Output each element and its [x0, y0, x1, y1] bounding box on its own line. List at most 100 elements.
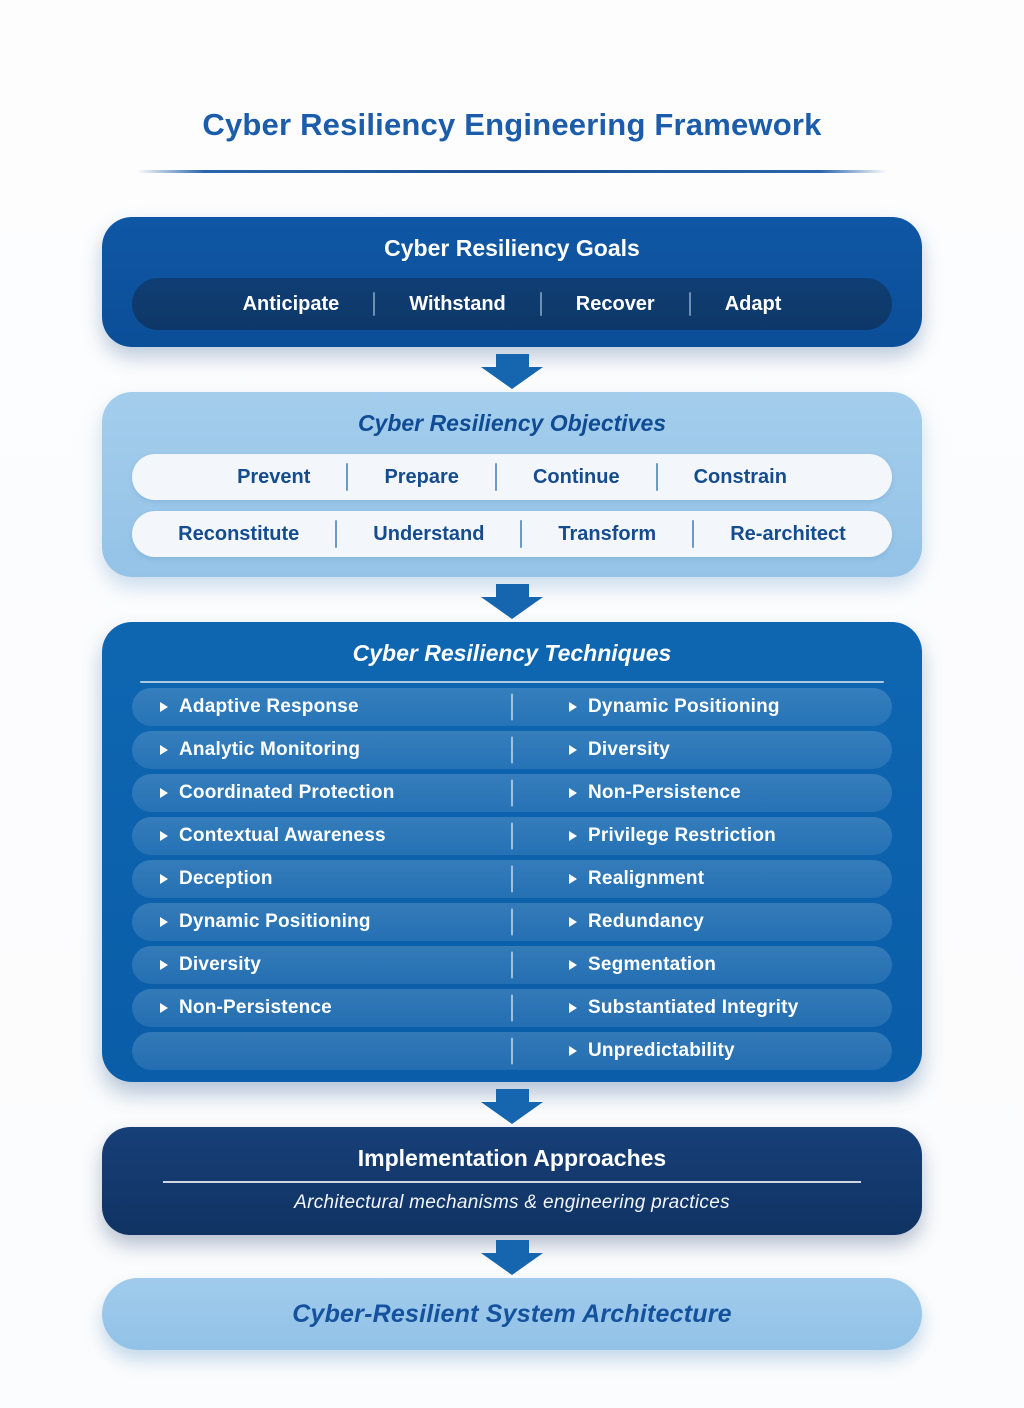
- arrow-stem: [495, 584, 529, 597]
- technique-row: Deception Realignment: [132, 860, 892, 898]
- vertical-separator: [511, 736, 513, 764]
- technique-label: Substantiated Integrity: [588, 997, 799, 1018]
- vertical-separator: [520, 520, 523, 548]
- bullet-arrow-icon: [569, 702, 577, 712]
- technique-row: Non-Persistence Substantiated Integrity: [132, 989, 892, 1027]
- vertical-separator: [511, 994, 513, 1022]
- technique-row: Diversity Segmentation: [132, 946, 892, 984]
- technique-cell: Diversity: [483, 739, 892, 761]
- technique-label: Adaptive Response: [179, 696, 359, 717]
- implementation-title: Implementation Approaches: [357, 1145, 667, 1171]
- vertical-separator: [511, 865, 513, 893]
- bullet-arrow-icon: [569, 917, 577, 927]
- title-underline: [137, 170, 887, 173]
- vertical-separator: [511, 693, 513, 721]
- technique-label: Segmentation: [588, 954, 717, 975]
- implementation-section: Implementation Approaches Architectural …: [102, 1127, 922, 1235]
- technique-cell: Adaptive Response: [132, 696, 483, 718]
- bullet-arrow-icon: [160, 745, 168, 755]
- objectives-row-2: Reconstitute Understand Transform Re-arc…: [132, 511, 892, 557]
- technique-label: Unpredictability: [588, 1040, 735, 1061]
- technique-row: Dynamic Positioning Redundancy: [132, 903, 892, 941]
- down-arrow-icon: [481, 584, 543, 619]
- techniques-section: Cyber Resiliency Techniques Adaptive Res…: [102, 622, 922, 1082]
- technique-label: Contextual Awareness: [179, 825, 386, 846]
- arrow-stem: [495, 354, 529, 367]
- goal-item-withstand: Withstand: [409, 292, 506, 315]
- objective-item-prevent: Prevent: [237, 465, 311, 488]
- vertical-separator: [335, 520, 338, 548]
- technique-cell: Substantiated Integrity: [483, 997, 892, 1019]
- down-arrow-icon: [481, 1089, 543, 1124]
- vertical-separator: [655, 463, 658, 491]
- bullet-arrow-icon: [569, 788, 577, 798]
- technique-cell: Contextual Awareness: [132, 825, 483, 847]
- technique-cell: Analytic Monitoring: [132, 739, 483, 761]
- technique-cell: Deception: [132, 868, 483, 890]
- objectives-title: Cyber Resiliency Objectives: [357, 410, 667, 436]
- technique-cell: Non-Persistence: [483, 782, 892, 804]
- technique-cell: Dynamic Positioning: [132, 911, 483, 933]
- objective-item-transform: Transform: [558, 522, 657, 545]
- objective-item-continue: Continue: [532, 465, 620, 488]
- down-arrow-icon: [481, 1240, 543, 1275]
- technique-cell: Dynamic Positioning: [483, 696, 892, 718]
- technique-label: Non-Persistence: [588, 782, 741, 803]
- technique-cell: Segmentation: [483, 954, 892, 976]
- down-arrow-icon: [481, 354, 543, 389]
- objective-item-constrain: Constrain: [693, 465, 787, 488]
- vertical-separator: [494, 463, 497, 491]
- technique-label: Privilege Restriction: [588, 825, 776, 846]
- arrow-head: [481, 367, 543, 389]
- bullet-arrow-icon: [569, 1046, 577, 1056]
- technique-row: Analytic Monitoring Diversity: [132, 731, 892, 769]
- objectives-row-1: Prevent Prepare Continue Constrain: [132, 454, 892, 500]
- arrow-stem: [495, 1089, 529, 1102]
- technique-label: Dynamic Positioning: [179, 911, 371, 932]
- goals-title: Cyber Resiliency Goals: [384, 235, 640, 261]
- bullet-arrow-icon: [160, 831, 168, 841]
- vertical-separator: [511, 822, 513, 850]
- bullet-arrow-icon: [569, 874, 577, 884]
- arrow-head: [481, 597, 543, 619]
- outcome-section: Cyber-Resilient System Architecture: [102, 1278, 922, 1350]
- technique-label: Analytic Monitoring: [179, 739, 361, 760]
- vertical-separator: [688, 292, 691, 316]
- technique-cell: Realignment: [483, 868, 892, 890]
- objective-item-understand: Understand: [373, 522, 485, 545]
- vertical-separator: [373, 292, 376, 316]
- technique-row: Coordinated Protection Non-Persistence: [132, 774, 892, 812]
- vertical-separator: [511, 908, 513, 936]
- objective-item-reconstitute: Reconstitute: [178, 522, 300, 545]
- techniques-title: Cyber Resiliency Techniques: [352, 640, 672, 666]
- bullet-arrow-icon: [160, 960, 168, 970]
- vertical-separator: [511, 951, 513, 979]
- technique-label: Deception: [179, 868, 273, 889]
- vertical-separator: [346, 463, 349, 491]
- bullet-arrow-icon: [160, 1003, 168, 1013]
- bullet-arrow-icon: [160, 788, 168, 798]
- goal-item-anticipate: Anticipate: [242, 292, 340, 315]
- bullet-arrow-icon: [569, 831, 577, 841]
- technique-cell: Redundancy: [483, 911, 892, 933]
- vertical-separator: [692, 520, 695, 548]
- technique-cell: Unpredictability: [483, 1040, 892, 1062]
- page-title: Cyber Resiliency Engineering Framework: [202, 107, 822, 142]
- technique-row: Unpredictability: [132, 1032, 892, 1070]
- goals-items-pill: Anticipate Withstand Recover Adapt: [132, 278, 892, 330]
- technique-label: Diversity: [588, 739, 671, 760]
- technique-label: Coordinated Protection: [179, 782, 395, 803]
- technique-cell: Non-Persistence: [132, 997, 483, 1019]
- goals-section: Cyber Resiliency Goals Anticipate Withst…: [102, 217, 922, 347]
- technique-label: Redundancy: [588, 911, 705, 932]
- arrow-head: [481, 1102, 543, 1124]
- technique-label: Diversity: [179, 954, 262, 975]
- bullet-arrow-icon: [569, 1003, 577, 1013]
- technique-cell: Diversity: [132, 954, 483, 976]
- bullet-arrow-icon: [160, 917, 168, 927]
- bullet-arrow-icon: [569, 745, 577, 755]
- technique-cell: Coordinated Protection: [132, 782, 483, 804]
- bullet-arrow-icon: [160, 702, 168, 712]
- technique-cell: Privilege Restriction: [483, 825, 892, 847]
- goal-item-adapt: Adapt: [724, 292, 782, 315]
